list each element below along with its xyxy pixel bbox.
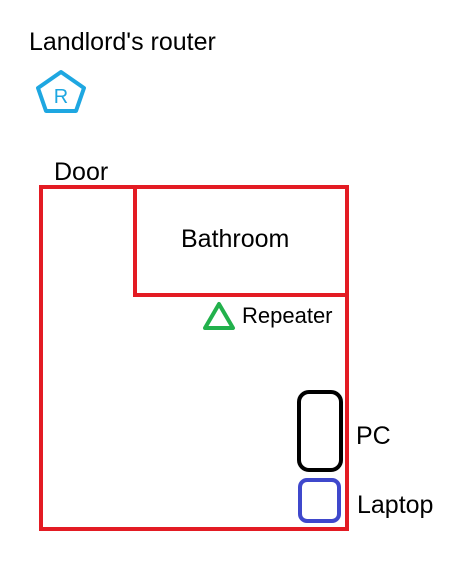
repeater-label: Repeater [242,303,333,328]
pentagon-router-icon: R [36,70,86,113]
router-pentagon-shape [36,70,86,113]
bathroom-label: Bathroom [181,225,289,253]
triangle-repeater-icon [203,302,235,330]
rounded-square-laptop-icon [298,478,341,523]
rounded-rectangle-pc-icon [297,390,343,472]
laptop-label: Laptop [357,491,433,519]
router-glyph: R [54,86,68,108]
bathroom-walls [133,185,349,297]
router-label: Landlord's router [29,28,216,56]
door-label: Door [54,158,108,186]
pc-label: PC [356,422,391,450]
